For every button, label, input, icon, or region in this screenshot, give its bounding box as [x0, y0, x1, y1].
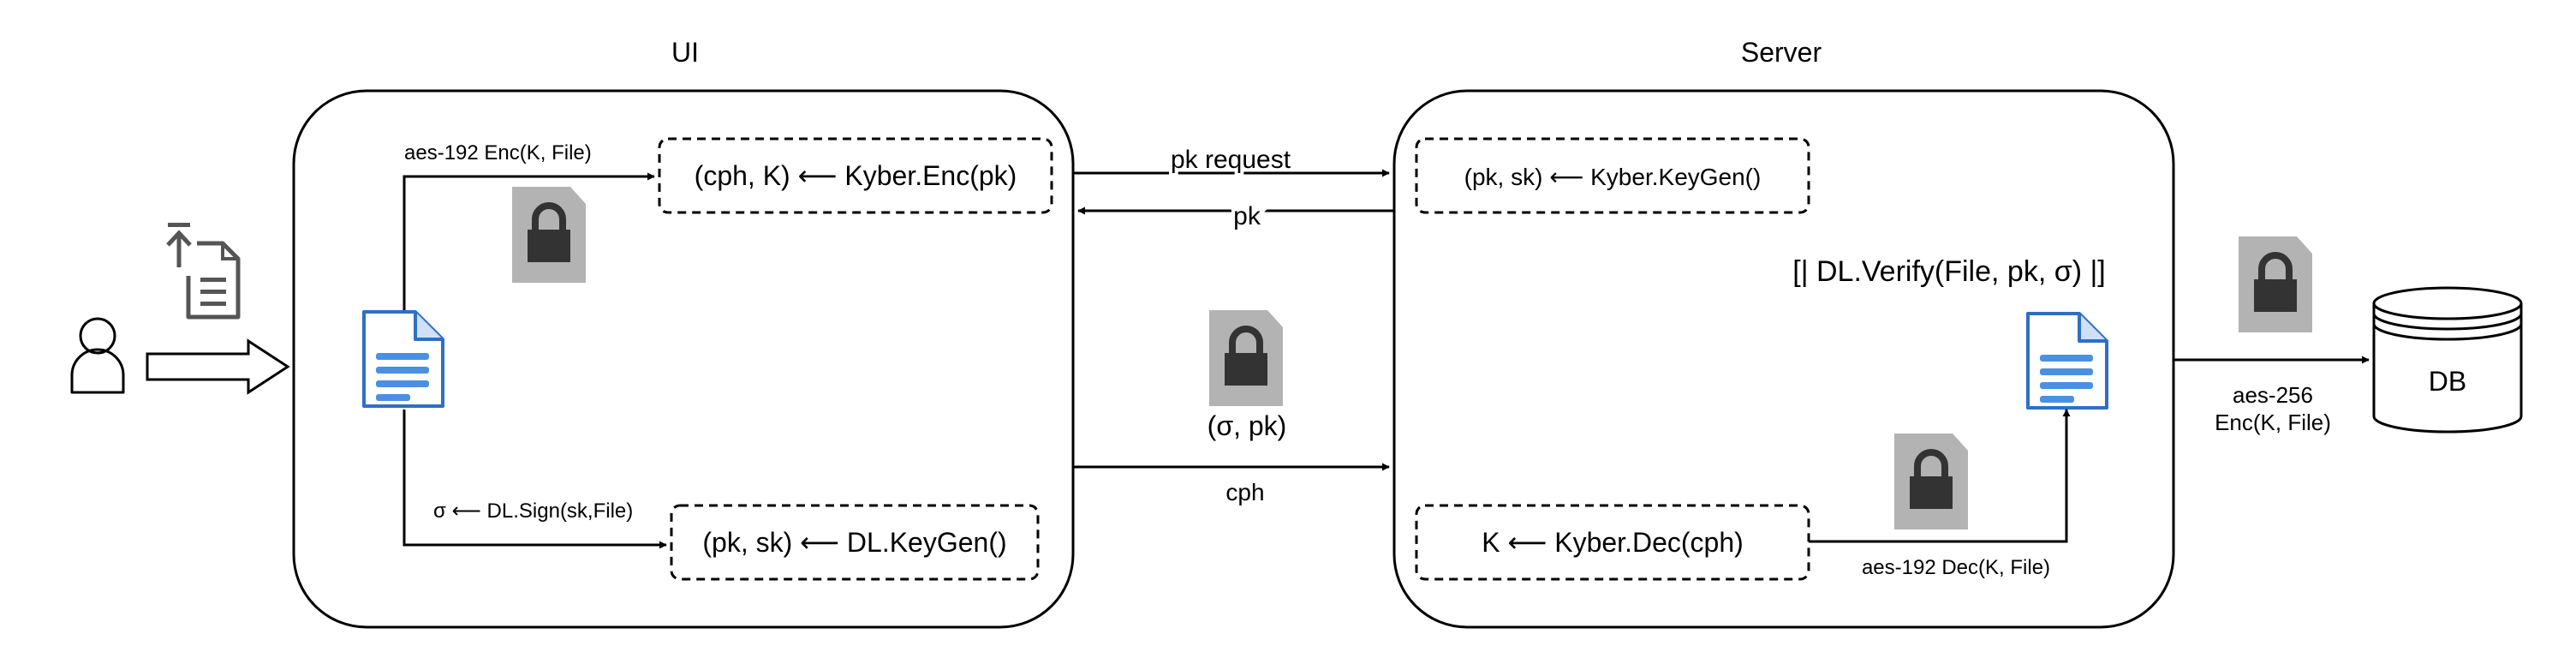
dl-keygen-text: (pk, sk) ⟵ DL.KeyGen() [702, 527, 1006, 558]
lock-icon [2239, 236, 2312, 332]
dl-verify-label: [| DL.Verify(File, pk, σ) |] [1792, 255, 2106, 288]
upload-file-icon [166, 223, 241, 320]
ui-container [292, 89, 1075, 629]
sign-arrow [402, 410, 667, 549]
kyber-enc-box [658, 137, 1053, 214]
document-icon [2026, 312, 2108, 410]
kyber-keygen-text: (pk, sk) ⟵ Kyber.KeyGen() [1464, 164, 1762, 190]
lock-icon [1209, 310, 1283, 406]
aes-dec-label: aes-192 Dec(K, File) [1862, 556, 2050, 579]
db-label: DB [2429, 366, 2466, 397]
sign-label: σ ⟵ DL.Sign(sk,File) [433, 499, 633, 523]
pk-label: pk [1233, 202, 1261, 230]
kyber-dec-box [1415, 504, 1810, 581]
kyber-enc-text: (cph, K) ⟵ Kyber.Enc(pk) [695, 160, 1017, 191]
pk-request-label: pk request [1171, 146, 1291, 174]
lock-icon [512, 187, 586, 283]
database-icon [2372, 286, 2523, 434]
aes-enc-label: aes-192 Enc(K, File) [404, 141, 592, 164]
user-upload-arrow [146, 338, 290, 395]
aes-dec-arrow [1809, 409, 2071, 543]
kyber-keygen-box [1415, 137, 1810, 214]
user-icon [70, 317, 125, 394]
cph-label: cph [1225, 479, 1264, 505]
server-title: Server [1741, 37, 1822, 68]
lock-icon [1894, 434, 1968, 529]
document-icon [362, 310, 444, 408]
aes-enc-arrow [402, 172, 655, 310]
ui-title: UI [671, 37, 699, 68]
aes256-label-line2: Enc(K, File) [2215, 410, 2331, 435]
sigma-pk-label: (σ, pk) [1208, 410, 1287, 441]
kyber-dec-text: K ⟵ Kyber.Dec(cph) [1482, 527, 1744, 558]
dl-keygen-box [670, 504, 1040, 581]
aes256-label-line1: aes-256 [2233, 382, 2313, 408]
